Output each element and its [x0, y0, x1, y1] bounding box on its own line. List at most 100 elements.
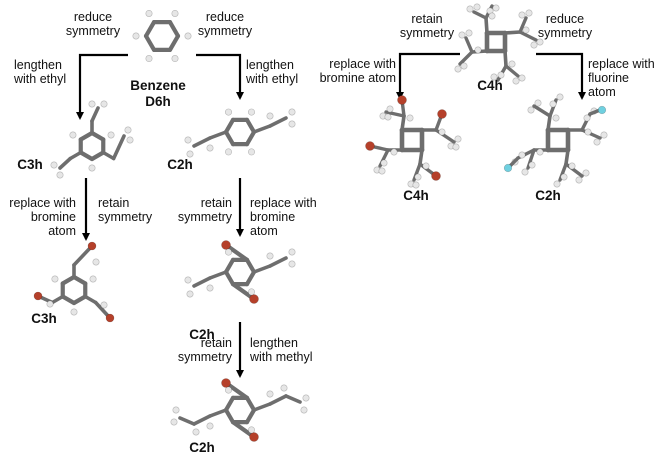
bond: [50, 294, 65, 305]
hydrogen-atom: [300, 406, 308, 414]
bond: [252, 402, 272, 412]
bond: [518, 16, 528, 34]
bromine-atom: [87, 241, 97, 251]
hydrogen-atom: [107, 131, 115, 139]
hydrogen-atom: [536, 38, 544, 46]
hydrogen-atom: [512, 77, 520, 85]
bond: [89, 150, 106, 162]
hydrogen-atom: [88, 100, 96, 108]
hydrogen-atom: [518, 74, 526, 82]
hydrogen-atom: [582, 169, 590, 177]
hydrogen-atom: [100, 100, 108, 108]
bond: [244, 117, 257, 135]
hydrogen-atom: [89, 275, 97, 283]
arrow-cyclobutadiene-to-difluoro: [536, 52, 586, 100]
bromine-atom: [365, 141, 375, 151]
mid-down1-left-label: retain symmetry: [177, 196, 232, 224]
hydrogen-atom: [302, 394, 310, 402]
dipropyl-symmetry-label: C2h: [189, 440, 215, 455]
bromine-atom: [105, 313, 115, 323]
left-down-right-label: retain symmetry: [98, 196, 153, 224]
bond: [268, 116, 288, 128]
hydrogen-atom: [266, 252, 274, 260]
hydrogen-atom: [568, 162, 576, 170]
bond: [192, 136, 212, 148]
hydrogen-atom: [288, 248, 296, 256]
hydrogen-atom: [438, 128, 446, 136]
bond: [508, 156, 520, 168]
hydrogen-atom: [206, 144, 214, 152]
bromine-atom: [437, 109, 447, 119]
bond: [192, 414, 212, 426]
hydrogen-atom: [422, 162, 430, 170]
arrow-benzene-to-diethyl: [196, 53, 244, 100]
hydrogen-atom: [69, 131, 77, 139]
arrow-cyclobutadiene-to-tetrabromo: [396, 52, 460, 100]
hydrogen-atom: [50, 161, 58, 169]
hydrogen-atom: [248, 426, 256, 434]
bond: [244, 257, 257, 275]
bond: [167, 33, 181, 52]
hydrogen-atom: [248, 108, 256, 116]
hydrogen-atom: [534, 99, 542, 107]
bond: [58, 156, 73, 170]
hydrogen-atom: [525, 9, 533, 17]
bond: [208, 408, 228, 418]
tetrabromo-symmetry-label: C4h: [403, 188, 429, 203]
hydrogen-atom: [248, 148, 256, 156]
hydrogen-atom: [186, 150, 194, 158]
hydrogen-atom: [225, 386, 233, 394]
hydrogen-atom: [248, 288, 256, 296]
hydrogen-atom: [288, 120, 296, 128]
hydrogen-atom: [56, 171, 64, 179]
bond: [244, 395, 257, 413]
hydrogen-atom: [51, 275, 59, 283]
hydrogen-atom: [378, 167, 386, 175]
benzene-symmetry-label: D6h: [145, 94, 171, 109]
molecule-cyclobutadiene: [454, 3, 544, 85]
hydrogen-atom: [171, 55, 179, 63]
dibromo-symmetry-label: C2h: [189, 327, 215, 342]
hydrogen-atom: [560, 173, 568, 181]
hydrogen-atom: [412, 181, 420, 189]
hydrogen-atom: [414, 173, 422, 181]
hydrogen-atom: [593, 138, 601, 146]
hydrogen-atom: [184, 32, 192, 40]
hydrogen-atom: [170, 418, 178, 426]
triethyl-symmetry-label: C3h: [17, 157, 43, 172]
hydrogen-atom: [406, 114, 414, 122]
benz-left-side-label: lengthen with ethyl: [14, 58, 67, 86]
bromine-atom: [33, 291, 43, 301]
bromine-atom: [431, 171, 441, 181]
hydrogen-atom: [288, 260, 296, 268]
hydrogen-atom: [474, 46, 482, 54]
bond: [472, 10, 488, 20]
cyclobutadiene-symmetry-label: C4h: [477, 78, 503, 93]
bond: [78, 130, 95, 142]
hydrogen-atom: [508, 60, 516, 68]
bond: [72, 244, 94, 267]
hydrogen-atom: [575, 176, 583, 184]
hydrogen-atom: [46, 300, 54, 308]
bond: [78, 150, 95, 162]
bond: [101, 150, 116, 161]
hydrogen-atom: [584, 128, 592, 136]
bond: [178, 416, 196, 426]
bond: [252, 264, 272, 274]
hydrogen-atom: [386, 105, 394, 113]
bond: [268, 256, 288, 268]
c4h-right-top-label: reduce symmetry: [537, 12, 593, 40]
bond: [223, 269, 236, 287]
hydrogen-atom: [266, 390, 274, 398]
hydrogen-atom: [528, 161, 536, 169]
bond: [223, 407, 236, 425]
molecule-diethyl: [184, 108, 296, 158]
bond: [564, 148, 570, 166]
fluorine-atom: [597, 105, 607, 115]
bond: [532, 104, 552, 118]
bond: [518, 30, 538, 42]
hydrogen-atom: [206, 284, 214, 292]
hydrogen-atom: [225, 248, 233, 256]
hydrogen-atom: [380, 159, 388, 167]
